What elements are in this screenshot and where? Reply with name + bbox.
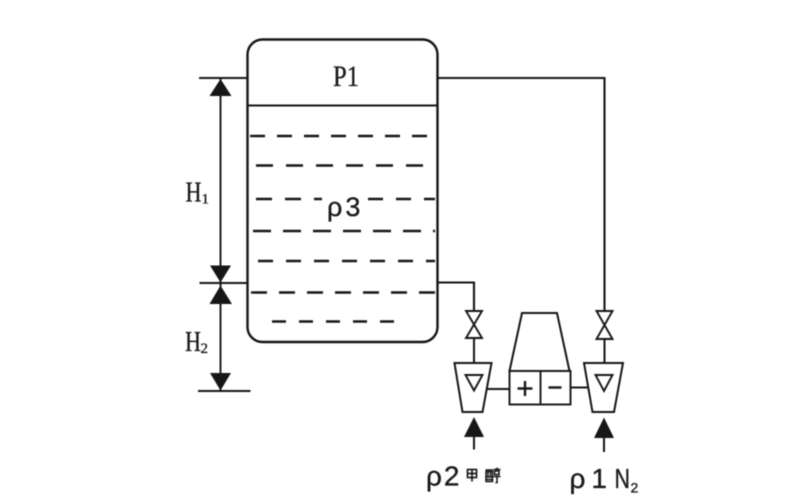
svg-text:N: N [615,463,631,494]
svg-text:H: H [185,326,201,358]
svg-text:ρ3: ρ3 [327,192,363,222]
svg-text:P1: P1 [333,60,359,93]
svg-text:ρ1: ρ1 [570,463,614,494]
svg-text:H: H [186,177,202,209]
svg-text:2: 2 [201,341,209,357]
svg-text:ρ2: ρ2 [426,461,462,492]
svg-text:1: 1 [202,192,210,208]
svg-text:2: 2 [631,480,639,496]
